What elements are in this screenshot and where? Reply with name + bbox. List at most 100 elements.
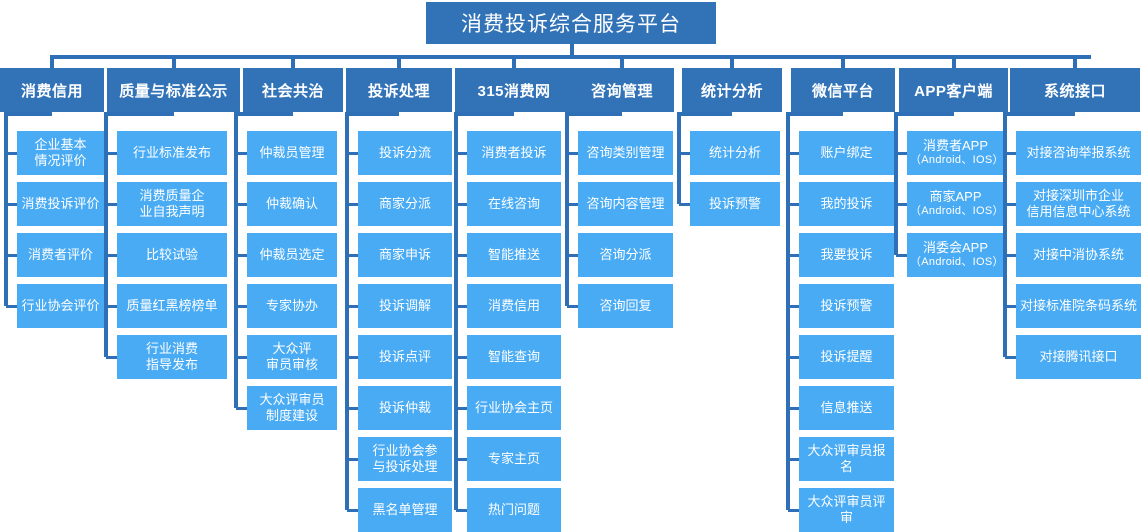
node-label-line: 消费质量企 (139, 188, 205, 204)
node-item[interactable]: 对接深圳市企业信用信息中心系统 (1016, 182, 1141, 226)
node-stub (106, 305, 117, 308)
node-label-line: 投诉预警 (708, 196, 761, 212)
node-item[interactable]: 仲裁员选定 (247, 233, 337, 277)
node-item[interactable]: 投诉点评 (358, 335, 452, 379)
node-label-line: 质量红黑榜榜单 (126, 298, 218, 314)
node-label-line: 投诉调解 (378, 298, 431, 314)
node-item[interactable]: 商家分派 (358, 182, 452, 226)
node-item[interactable]: 消费者评价 (17, 233, 104, 277)
column-connector-9 (951, 55, 956, 68)
node-item[interactable]: 大众评审员评审 (799, 488, 894, 532)
node-stub (567, 305, 578, 308)
node-item[interactable]: 行业消费指导发布 (117, 335, 227, 379)
node-item[interactable]: 信息推送 (799, 386, 894, 430)
node-item[interactable]: 投诉预警 (690, 182, 780, 226)
node-item[interactable]: 行业协会参与投诉处理 (358, 437, 452, 481)
node-item[interactable]: 企业基本情况评价 (17, 131, 104, 175)
node-stub (106, 152, 117, 155)
node-item[interactable]: 对接标准院条码系统 (1016, 284, 1141, 328)
node-item[interactable]: 投诉仲裁 (358, 386, 452, 430)
node-item[interactable]: 我要投诉 (799, 233, 894, 277)
node-stub (347, 407, 358, 410)
node-sublabel: （Android、IOS） (910, 205, 1004, 218)
node-label-line: 黑名单管理 (372, 502, 438, 518)
node-item[interactable]: 商家申诉 (358, 233, 452, 277)
node-item[interactable]: 智能查询 (467, 335, 561, 379)
node-label-line: 投诉仲裁 (378, 400, 431, 416)
node-item[interactable]: 行业协会评价 (17, 284, 104, 328)
column-connector-10 (1073, 55, 1077, 68)
node-item[interactable]: 大众评审员审核 (247, 335, 337, 379)
node-item[interactable]: 消费质量企业自我声明 (117, 182, 227, 226)
node-label-line: 仲裁确认 (265, 196, 318, 212)
column-header-7[interactable]: 统计分析 (682, 68, 782, 112)
node-item[interactable]: 商家APP（Android、IOS） (907, 182, 1004, 226)
node-item[interactable]: 行业标准发布 (117, 131, 227, 175)
node-label-line: 行业协会评价 (21, 298, 100, 314)
node-item[interactable]: 消委会APP（Android、IOS） (907, 233, 1004, 277)
node-item[interactable]: 质量红黑榜榜单 (117, 284, 227, 328)
node-item[interactable]: 消费者APP（Android、IOS） (907, 131, 1004, 175)
node-item[interactable]: 咨询类别管理 (578, 131, 673, 175)
node-item[interactable]: 专家协办 (247, 284, 337, 328)
column-header-9[interactable]: APP客户端 (899, 68, 1008, 112)
node-label-line: 情况评价 (34, 153, 87, 168)
node-label-line: 我要投诉 (820, 247, 873, 263)
node-item[interactable]: 消费投诉评价 (17, 182, 104, 226)
column-header-8[interactable]: 微信平台 (791, 68, 895, 112)
node-stub (347, 305, 358, 308)
column-header-2[interactable]: 质量与标准公示 (107, 68, 240, 112)
column-header-10[interactable]: 系统接口 (1010, 68, 1140, 112)
column-spine-10 (1003, 112, 1007, 357)
node-stub (788, 203, 799, 206)
node-item[interactable]: 对接中消协系统 (1016, 233, 1141, 277)
node-item[interactable]: 账户绑定 (799, 131, 894, 175)
node-item[interactable]: 在线咨询 (467, 182, 561, 226)
node-item[interactable]: 对接腾讯接口 (1016, 335, 1141, 379)
node-item[interactable]: 我的投诉 (799, 182, 894, 226)
column-header-4[interactable]: 投诉处理 (346, 68, 452, 112)
node-label-line: 大众评审员 (259, 392, 325, 408)
node-stub (236, 254, 247, 257)
node-item[interactable]: 咨询内容管理 (578, 182, 673, 226)
node-item[interactable]: 统计分析 (690, 131, 780, 175)
node-item[interactable]: 黑名单管理 (358, 488, 452, 532)
node-stub (456, 356, 467, 359)
column-header-1[interactable]: 消费信用 (0, 68, 104, 112)
column-spine-1 (4, 112, 8, 306)
node-item[interactable]: 智能推送 (467, 233, 561, 277)
node-stub (788, 458, 799, 461)
node-label-line: 账户绑定 (820, 145, 873, 161)
node-item[interactable]: 比较试验 (117, 233, 227, 277)
column-header-5[interactable]: 315消费网 (455, 68, 573, 112)
column-header-6[interactable]: 咨询管理 (570, 68, 674, 112)
node-item[interactable]: 投诉提醒 (799, 335, 894, 379)
node-item[interactable]: 行业协会主页 (467, 386, 561, 430)
node-stub (106, 254, 117, 257)
node-item[interactable]: 大众评审员报名 (799, 437, 894, 481)
node-stub (456, 152, 467, 155)
node-item[interactable]: 投诉分流 (358, 131, 452, 175)
node-item[interactable]: 投诉预警 (799, 284, 894, 328)
column-spine-6 (565, 112, 569, 306)
node-label-line: 对接腾讯接口 (1039, 349, 1118, 365)
column-header-3[interactable]: 社会共治 (243, 68, 343, 112)
node-label-line: 仲裁员选定 (259, 247, 325, 263)
node-label-line: 大众评审员报名 (807, 443, 886, 474)
node-item[interactable]: 热门问题 (467, 488, 561, 532)
node-stub (1005, 203, 1016, 206)
node-label-line: 行业协会参 (372, 443, 438, 459)
node-item[interactable]: 咨询分派 (578, 233, 673, 277)
node-item[interactable]: 消费者投诉 (467, 131, 561, 175)
node-item[interactable]: 仲裁确认 (247, 182, 337, 226)
column-spine-9 (894, 112, 898, 255)
node-item[interactable]: 对接咨询举报系统 (1016, 131, 1141, 175)
node-item[interactable]: 仲裁员管理 (247, 131, 337, 175)
node-item[interactable]: 大众评审员制度建设 (247, 386, 337, 430)
node-item[interactable]: 专家主页 (467, 437, 561, 481)
node-item[interactable]: 投诉调解 (358, 284, 452, 328)
node-item[interactable]: 消费信用 (467, 284, 561, 328)
node-item[interactable]: 咨询回复 (578, 284, 673, 328)
node-label-line: 对接深圳市企业 (1032, 188, 1124, 204)
node-label-line: 消委会APP (922, 240, 988, 256)
